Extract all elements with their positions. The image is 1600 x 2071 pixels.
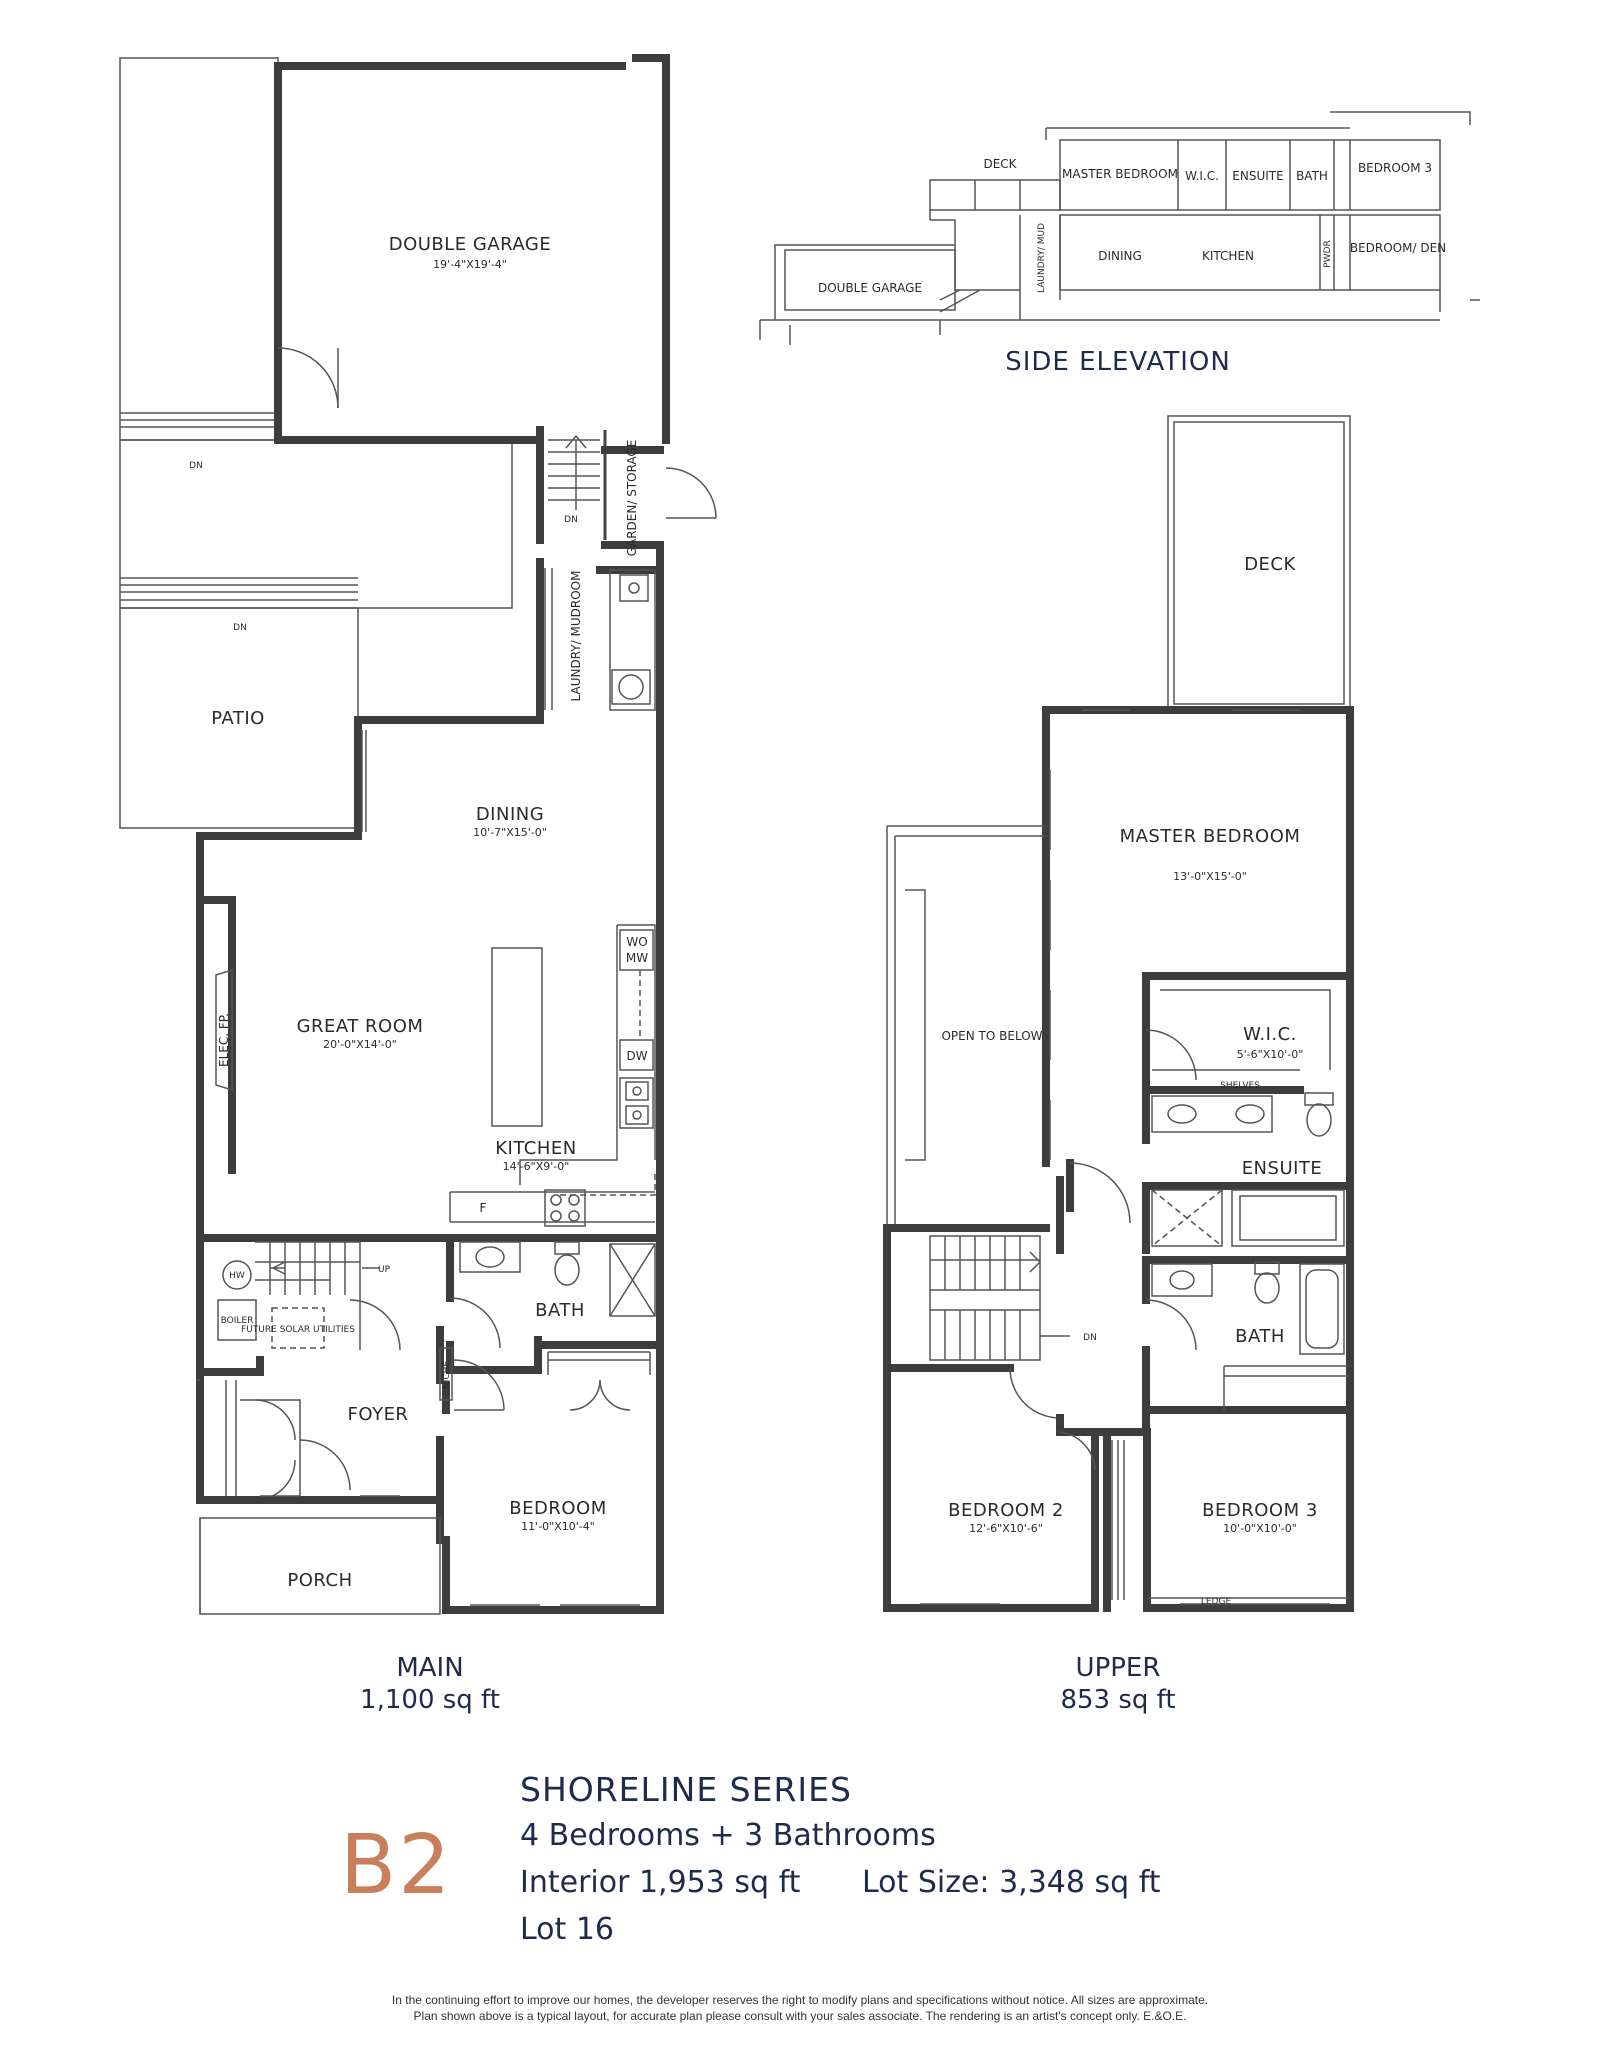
side-elevation-drawing (759, 111, 1480, 345)
future-solar-label: FUTURE SOLAR UTILITIES (241, 1325, 355, 1335)
boiler-label: BOILER (221, 1316, 254, 1326)
wic-dim: 5'-6"X10'-0" (1237, 1048, 1304, 1061)
shelves-label: SHELVES (1220, 1081, 1260, 1091)
fridge-label: F (480, 1201, 487, 1215)
deck-label: DECK (1244, 554, 1296, 575)
upper-floor-plan (883, 415, 1354, 1612)
wall-oven-label: WO (626, 935, 647, 949)
ledge-label: LEDGE (1201, 1597, 1232, 1607)
elev-wic-label: W.I.C. (1185, 169, 1219, 183)
elev-double-garage-label: DOUBLE GARAGE (818, 281, 922, 295)
niche-label: NICHE (442, 1361, 452, 1389)
elev-dining-label: DINING (1098, 249, 1142, 263)
patio-dn-label: DN (233, 623, 247, 633)
elev-deck-label: DECK (983, 157, 1017, 171)
main-level-title: MAIN (396, 1653, 463, 1683)
patio-label: PATIO (211, 708, 265, 729)
disclaimer: In the continuing effort to improve our … (0, 1992, 1600, 2024)
elev-laundry-label: LAUNDRY/ MUD (1037, 223, 1047, 293)
model-code: B2 (340, 1818, 453, 1913)
water-heater-label: HW (229, 1271, 245, 1281)
upper-level-title: UPPER (1076, 1653, 1161, 1683)
side-elevation-title: SIDE ELEVATION (1005, 347, 1231, 377)
disclaimer-line-1: In the continuing effort to improve our … (391, 1993, 1209, 2007)
master-bedroom-dim: 13'-0"X15'-0" (1173, 870, 1247, 883)
bedroom-2-label: BEDROOM 2 (948, 1500, 1064, 1521)
double-garage-label: DOUBLE GARAGE (389, 234, 552, 255)
main-bedroom-dim: 11'-0"X10'-4" (521, 1520, 595, 1533)
elev-bedroom-3-label: BEDROOM 3 (1358, 161, 1432, 175)
elev-bedroom-den-label: BEDROOM/ DEN (1350, 241, 1446, 255)
elec-fp-label: ELEC. FP. (217, 1013, 231, 1067)
series-title: SHORELINE SERIES (520, 1770, 852, 1809)
garage-dn-label: DN (189, 461, 203, 471)
elev-kitchen-label: KITCHEN (1202, 249, 1254, 263)
upper-dn-label: DN (1083, 1333, 1097, 1343)
upper-level-area: 853 sq ft (1060, 1685, 1175, 1715)
elev-pwdr-label: PWDR (1323, 240, 1333, 268)
laundry-mudroom-label: LAUNDRY/ MUDROOM (569, 571, 583, 702)
wic-label: W.I.C. (1243, 1024, 1297, 1045)
kitchen-dim: 14'-6"X9'-0" (503, 1160, 570, 1173)
disclaimer-line-2: Plan shown above is a typical layout, fo… (413, 2009, 1187, 2023)
kitchen-label: KITCHEN (495, 1138, 577, 1159)
lot-number: Lot 16 (520, 1912, 615, 1947)
garden-storage-label: GARDEN/ STORAGE (625, 440, 639, 557)
dining-dim: 10'-7"X15'-0" (473, 826, 547, 839)
main-floor-plan (119, 54, 717, 1615)
porch-label: PORCH (287, 1570, 352, 1591)
upper-bath-label: BATH (1235, 1326, 1285, 1347)
main-bath-label: BATH (535, 1300, 585, 1321)
microwave-label: MW (626, 951, 648, 965)
main-level-area: 1,100 sq ft (360, 1685, 500, 1715)
bedroom-3-dim: 10'-0"X10'-0" (1223, 1522, 1297, 1535)
master-bedroom-label: MASTER BEDROOM (1120, 826, 1301, 847)
interior-size: Interior 1,953 sq ft (520, 1865, 801, 1900)
bedroom-2-dim: 12'-6"X10'-6" (969, 1522, 1043, 1535)
elev-ensuite-label: ENSUITE (1232, 169, 1283, 183)
bedroom-3-label: BEDROOM 3 (1202, 1500, 1318, 1521)
lot-size: Lot Size: 3,348 sq ft (862, 1865, 1161, 1900)
open-to-below-label: OPEN TO BELOW (941, 1029, 1042, 1043)
dishwasher-label: DW (626, 1049, 647, 1063)
double-garage-dim: 19'-4"X19'-4" (433, 258, 507, 271)
main-bedroom-label: BEDROOM (509, 1498, 606, 1519)
great-room-dim: 20'-0"X14'-0" (323, 1038, 397, 1051)
stair-dn-label: DN (564, 515, 578, 525)
great-room-label: GREAT ROOM (297, 1016, 424, 1037)
elev-master-bedroom-label: MASTER BEDROOM (1062, 167, 1178, 181)
foyer-label: FOYER (348, 1404, 409, 1425)
bedrooms-bathrooms: 4 Bedrooms + 3 Bathrooms (520, 1818, 936, 1853)
stair-up-label: UP (378, 1265, 391, 1275)
dining-label: DINING (476, 804, 544, 825)
elev-bath-label: BATH (1296, 169, 1328, 183)
ensuite-label: ENSUITE (1242, 1158, 1323, 1179)
